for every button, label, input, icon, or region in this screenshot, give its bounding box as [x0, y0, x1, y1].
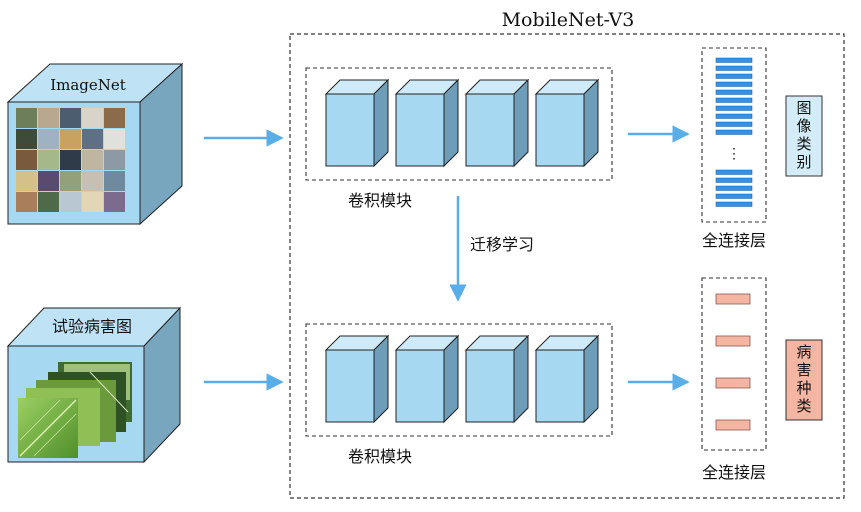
imagenet-thumbnail	[16, 129, 37, 149]
imagenet-thumbnail	[104, 171, 125, 191]
imagenet-thumbnail	[82, 129, 103, 149]
fc-bottom-neuron	[715, 419, 751, 431]
disease-cube: 试验病害图	[6, 306, 182, 464]
imagenet-thumbnail	[38, 129, 59, 149]
imagenet-thumbnail	[104, 108, 125, 128]
fc-top-neuron	[715, 169, 753, 175]
fc-top-neuron	[715, 185, 753, 191]
output-image-class-char-4: 别	[796, 153, 811, 171]
imagenet-thumbnail	[60, 171, 81, 191]
fc-top-neuron	[715, 81, 753, 87]
imagenet-cube: ImageNet	[6, 62, 184, 226]
fc-top-neuron	[715, 193, 753, 199]
conv-bottom-block-2	[394, 334, 460, 424]
imagenet-thumbnail	[82, 192, 103, 212]
fc-top-neuron	[715, 65, 753, 71]
output-disease-type-box	[785, 339, 823, 421]
fc-layer-top-label: 全连接层	[702, 231, 766, 250]
fc-bottom-neuron	[715, 335, 751, 347]
imagenet-thumbnail	[82, 171, 103, 191]
fc-top-neuron	[715, 89, 753, 95]
output-image-class-box	[785, 95, 823, 177]
conv-module-top-label: 卷积模块	[348, 191, 412, 210]
fc-top-neuron	[715, 97, 753, 103]
imagenet-thumbnail	[104, 129, 125, 149]
fc-layer-bottom-frame	[701, 277, 767, 451]
output-disease-type-char-3: 种	[796, 379, 811, 397]
conv-module-bottom-label: 卷积模块	[348, 447, 412, 466]
imagenet-thumbnail	[104, 192, 125, 212]
imagenet-thumbnail	[38, 171, 59, 191]
imagenet-thumbnail	[60, 108, 81, 128]
conv-top-block-4	[534, 78, 600, 168]
imagenet-thumbnail	[38, 192, 59, 212]
conv-bottom-block-3	[464, 334, 530, 424]
conv-top-block-2	[394, 78, 460, 168]
fc-layer-top-frame	[701, 47, 767, 223]
fc-ellipsis: ⋮	[727, 146, 741, 162]
model-title: MobileNet-V3	[502, 9, 635, 31]
fc-top-neuron	[715, 129, 753, 135]
output-disease-type-char-4: 类	[796, 397, 811, 415]
conv-bottom-block-4	[534, 334, 600, 424]
conv-bottom-block-1	[324, 334, 390, 424]
imagenet-thumbnail	[16, 108, 37, 128]
imagenet-thumbnail	[60, 150, 81, 170]
fc-top-neuron	[715, 105, 753, 111]
disease-label: 试验病害图	[52, 317, 132, 336]
imagenet-thumbnail	[60, 129, 81, 149]
fc-layer-bottom-label: 全连接层	[702, 463, 766, 482]
conv-module-top-frame	[305, 67, 613, 181]
conv-top-block-3	[464, 78, 530, 168]
fc-bottom-neuron	[715, 293, 751, 305]
imagenet-thumbnail	[16, 171, 37, 191]
conv-top-block-1	[324, 78, 390, 168]
fc-top-neuron	[715, 113, 753, 119]
model-frame	[289, 33, 845, 499]
fc-top-neuron	[715, 73, 753, 79]
fc-top-neuron	[715, 57, 753, 63]
output-image-class-char-3: 类	[796, 135, 811, 153]
imagenet-thumbnail	[60, 192, 81, 212]
output-disease-type-char-2: 害	[796, 361, 811, 379]
imagenet-label: ImageNet	[50, 76, 126, 94]
fc-top-neuron	[715, 201, 753, 207]
imagenet-thumbnail	[82, 108, 103, 128]
imagenet-thumbnail	[82, 150, 103, 170]
output-image-class-char-1: 图	[796, 99, 811, 117]
output-image-class-char-2: 像	[796, 117, 811, 135]
fc-top-neuron	[715, 121, 753, 127]
fc-top-neuron	[715, 177, 753, 183]
imagenet-thumbnail-grid	[16, 108, 125, 212]
leaf-image-stack	[18, 362, 132, 458]
imagenet-thumbnail	[38, 108, 59, 128]
imagenet-thumbnail	[38, 150, 59, 170]
imagenet-thumbnail	[104, 150, 125, 170]
imagenet-thumbnail	[16, 150, 37, 170]
output-disease-type-char-1: 病	[796, 343, 811, 361]
imagenet-thumbnail	[16, 192, 37, 212]
fc-bottom-neuron	[715, 377, 751, 389]
transfer-label: 迁移学习	[470, 235, 534, 254]
conv-module-bottom-frame	[305, 323, 613, 437]
